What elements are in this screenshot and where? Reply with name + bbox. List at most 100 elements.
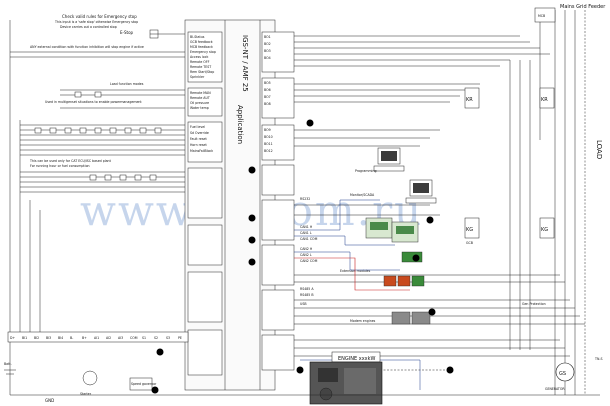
- gcb-label: GCB: [466, 241, 473, 245]
- bo8-label: BO8: [264, 102, 271, 106]
- rs485-a: RS485 A: [300, 287, 314, 291]
- access-lock: Access lock: [190, 55, 209, 59]
- mcb-breaker: MCB: [534, 7, 556, 23]
- battery-symbol: Batt.: [4, 362, 16, 375]
- remote-aut: Remote AUT: [190, 96, 210, 100]
- sd-override: Sd Override: [190, 131, 209, 135]
- estop-switch: [149, 29, 185, 39]
- load-label: LOAD: [595, 140, 603, 159]
- starter-symbol: Starter: [80, 370, 98, 396]
- kg-label: KG: [466, 227, 473, 233]
- modem-label: Modem engines: [350, 319, 376, 323]
- can2-com: CAN2 COM: [300, 259, 318, 263]
- programming-pc-icon: Programming: [355, 147, 405, 173]
- emergency-note-3: Device carries out a controlled stop: [60, 25, 117, 29]
- kg-relay: KG KG GCB: [464, 217, 555, 245]
- generator-label: GENERATOR: [545, 387, 565, 391]
- tn-s-label: TN-S: [594, 357, 603, 361]
- reference-dots: [151, 119, 454, 394]
- bo3-label: BO3: [264, 49, 271, 53]
- term-bi3: BI3: [46, 336, 51, 340]
- term-com: COM: [130, 336, 138, 340]
- term-bi2: BI2: [34, 336, 39, 340]
- usb: USB: [300, 302, 307, 306]
- water-temp: Water temp: [190, 106, 209, 110]
- bo12-label: BO12: [264, 149, 273, 153]
- ecu-note: This can be used only for CAT ECU/ISC ba…: [29, 159, 112, 163]
- starter-label: Starter: [80, 392, 92, 396]
- engine-label: ENGINE xxxkW: [338, 356, 376, 362]
- fuel-level: Fuel level: [190, 125, 205, 129]
- term-ai2: AI2: [106, 336, 111, 340]
- emergency-note: Check valid rules for Emergency stop: [62, 14, 137, 19]
- gcb-feedback: GCB feedback: [190, 40, 213, 44]
- monitoring-pc-icon: Monitor/SCADA: [350, 179, 437, 204]
- term-b-plus: B+: [82, 336, 87, 340]
- bo6-label: BO6: [264, 88, 271, 92]
- load-function-note: Load function modes: [110, 82, 144, 86]
- term-bi4: BI4: [58, 336, 63, 340]
- horn-reset: Horn reset: [190, 143, 207, 147]
- mcb-feedback: MCB feedback: [190, 45, 213, 49]
- ecu-note-2: For running hour or fuel consumption: [30, 164, 90, 168]
- sprinkler: Sprinkler: [190, 75, 205, 79]
- term-ai3: AI3: [118, 336, 123, 340]
- extension-modules-icon: Extension modules: [340, 251, 425, 287]
- term-b-minus: B-: [70, 336, 73, 340]
- modem-modules-icon: Modem engines: [350, 311, 431, 325]
- bo11-label: BO11: [264, 142, 273, 146]
- can1-l: CAN1 L: [300, 231, 312, 235]
- right-wire-bundle: [294, 35, 585, 357]
- extension-label: Extension modules: [340, 269, 371, 273]
- term-bi1: BI1: [22, 336, 27, 340]
- mains-feeder-label: Mains Grid Feeder: [560, 4, 606, 10]
- rs485-b: RS485 B: [300, 293, 314, 297]
- kr-relay: KR KR: [464, 87, 555, 109]
- programming-label: Programming: [355, 169, 376, 173]
- remote-test: Remote TEST: [190, 65, 211, 69]
- comm-bus-labels: CAN1 H CAN1 L CAN1 COM CAN2 H CAN2 L CAN…: [300, 197, 318, 306]
- bo7-label: BO7: [264, 95, 271, 99]
- rs232: RS232: [300, 197, 310, 201]
- monitoring-label: Monitor/SCADA: [350, 193, 375, 197]
- bo10-label: BO10: [264, 135, 273, 139]
- controller-inputs: BI-Status GCB feedback MCB feedback Emer…: [187, 31, 223, 376]
- gs-label: GS: [559, 371, 566, 377]
- bo2-label: BO2: [264, 42, 271, 46]
- controller-title: IGS-NT / AMF 25: [241, 35, 249, 92]
- multigenset-note: Used in multigenset situations to enable…: [45, 100, 142, 104]
- term-s1: S1: [142, 336, 146, 340]
- bo4-label: BO4: [264, 56, 271, 60]
- rem-start-stop: Rem Start/Stop: [190, 70, 214, 74]
- mcb-label: MCB: [538, 14, 545, 18]
- estop-label: E-Stop: [120, 30, 134, 35]
- bo5-label: BO5: [264, 81, 271, 85]
- kr-label: KR: [466, 97, 473, 103]
- input-switches: [34, 91, 162, 181]
- phase-lines: [509, 10, 586, 395]
- term-s2: S2: [154, 336, 158, 340]
- application-label: Application: [236, 105, 244, 144]
- engine-block: ENGINE xxxkW: [309, 351, 383, 405]
- generator-symbol: GS GENERATOR: [545, 362, 575, 391]
- term-pe: PE: [178, 336, 182, 340]
- bo9-label: BO9: [264, 128, 271, 132]
- can1-h: CAN1 H: [300, 225, 313, 229]
- can1-com: CAN1 COM: [300, 237, 318, 241]
- controller-outputs: BO1 BO2 BO3 BO4 BO5 BO6 BO7 BO8 BO9 BO10…: [261, 31, 295, 371]
- speed-governor-box: Speed governor: [129, 377, 157, 391]
- gnd-label: GND: [45, 398, 54, 403]
- emergency-note-2: This input is a 'safe stop' otherwise Em…: [54, 20, 138, 24]
- kr-label-2: KR: [541, 97, 548, 103]
- bo1-label: BO1: [264, 35, 271, 39]
- remote-panels-icon: [365, 217, 419, 243]
- term-d-plus: D+: [10, 336, 15, 340]
- external-condition-note: ANY external condition with function inh…: [30, 45, 144, 49]
- fault-reset: Fault reset: [190, 137, 207, 141]
- can2-h: CAN2 H: [300, 247, 313, 251]
- bottom-terminal-strip: D+ BI1 BI2 BI3 BI4 B- B+ AI1 AI2 AI3 COM…: [7, 331, 189, 343]
- oil-pressure: Oil pressure: [190, 101, 209, 105]
- remote-off: Remote OFF: [190, 60, 210, 64]
- remote-man: Remote MAN: [190, 91, 211, 95]
- kg-label-2: KG: [541, 227, 548, 233]
